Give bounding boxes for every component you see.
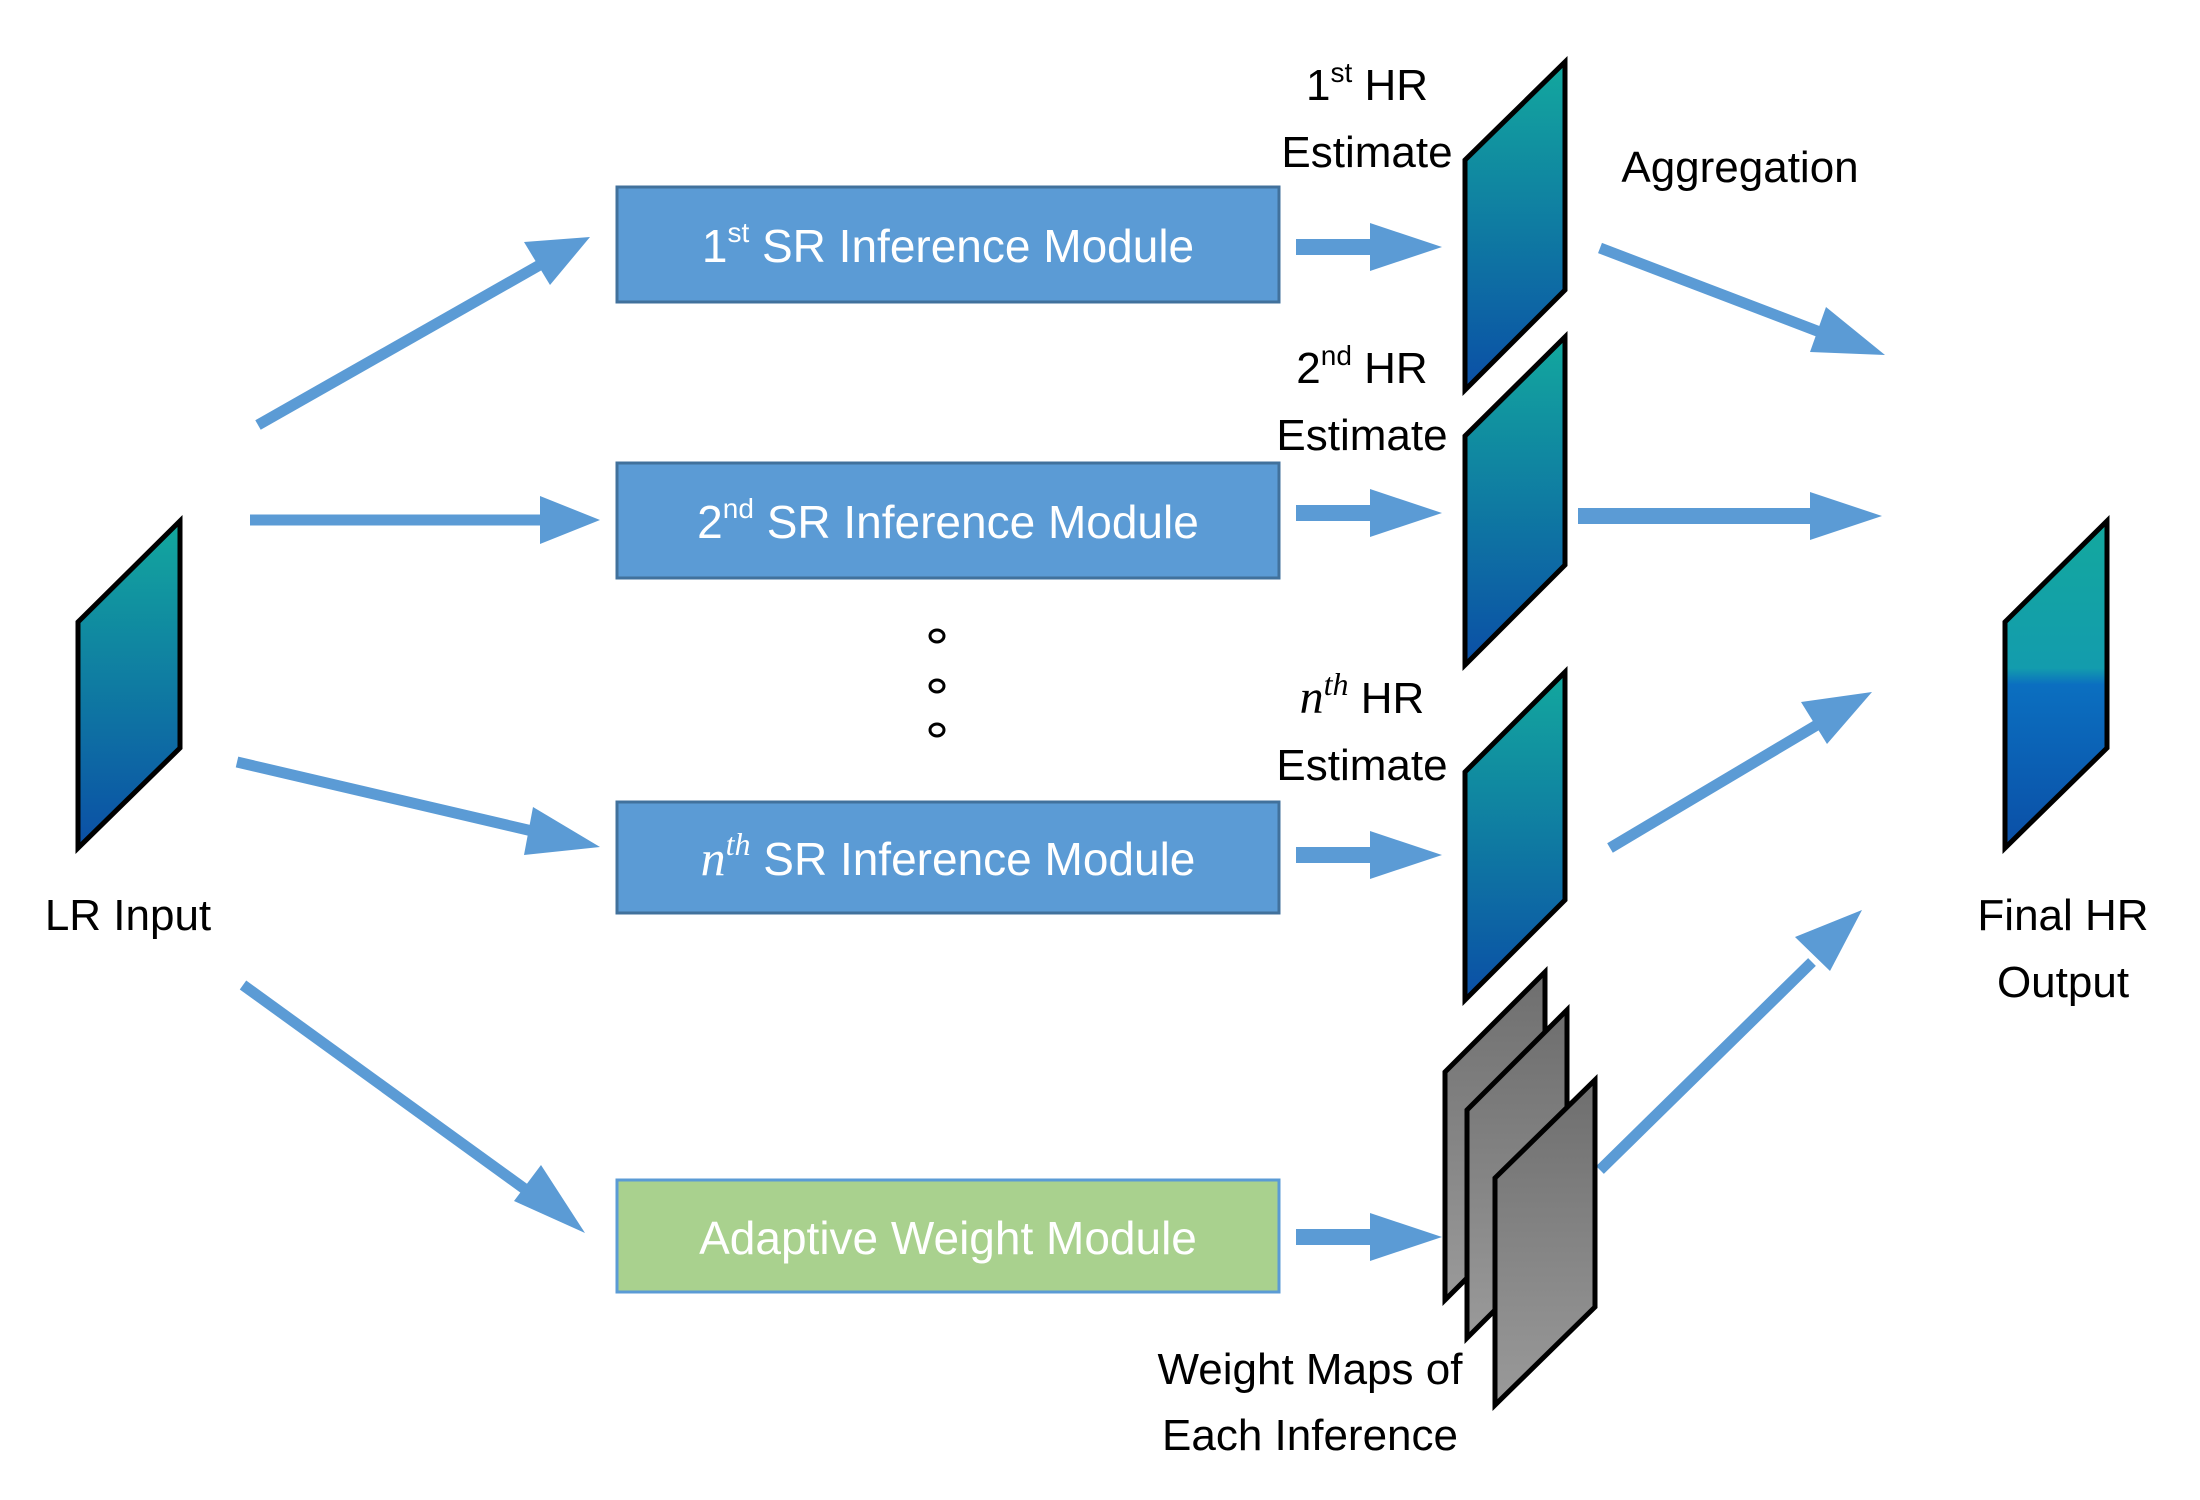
hr-estimate-1-label: 1st HR Estimate [1281,57,1452,177]
arrow-input-to-module-2 [250,496,600,544]
hr-estimate-2-label: 2nd HR Estimate [1276,340,1447,460]
module-n-name: SR Inference Module [763,833,1195,885]
final-output-label-line1: Final HR [1977,891,2148,940]
arrow-weight-module-to-weight-maps [1296,1213,1442,1261]
svg-text:2nd SR Inference Module: 2nd SR Inference Module [697,493,1199,548]
arrow-input-to-module-n [235,756,600,855]
arrow-estimate-n-to-output [1607,692,1872,853]
arrow-module-1-to-estimate-1 [1296,223,1442,271]
svg-text:1st HR: 1st HR [1306,57,1428,110]
weight-maps-label-line1: Weight Maps of [1158,1345,1464,1394]
hr-estimate-2-image [1462,331,1568,672]
vertical-dots-icon [928,628,946,738]
hr-estimate-1-image [1462,56,1568,397]
hr-estimate-n-image [1462,665,1568,1007]
svg-text:Estimate: Estimate [1276,411,1447,460]
arrows-group [235,223,1885,1261]
module-2-ordinal-sup: nd [723,493,754,524]
weight-maps-stack [1442,965,1598,1411]
arrow-weight-maps-to-output [1596,910,1862,1174]
svg-text:nth HR: nth HR [1300,666,1425,724]
final-hr-output-image [2002,515,2110,854]
module-1-ordinal-sup: st [727,217,749,248]
arrow-input-to-module-1 [255,237,590,430]
arrow-estimate-2-to-output [1578,492,1882,540]
module-2-ordinal: 2 [697,496,723,548]
module-n-ordinal: n [701,830,726,886]
module-1-ordinal: 1 [702,220,728,272]
arrow-estimate-1-to-output [1598,242,1885,355]
module-1-name: SR Inference Module [762,220,1194,272]
arrow-input-to-weight-module [239,980,585,1233]
svg-text:Estimate: Estimate [1281,128,1452,177]
svg-text:nth SR Inference Module: nth SR Inference Module [701,826,1196,886]
module-n-box: nth SR Inference Module [615,800,1281,915]
svg-text:2nd HR: 2nd HR [1296,340,1427,393]
final-output-label-line2: Output [1997,958,2129,1007]
svg-text:Estimate: Estimate [1276,741,1447,790]
module-2-name: SR Inference Module [767,496,1199,548]
arrow-module-2-to-estimate-2 [1296,489,1442,537]
lr-input-label: LR Input [45,891,211,940]
hr-estimate-n-label: nth HR Estimate [1276,666,1447,790]
module-1-box: 1st SR Inference Module [615,185,1281,304]
module-n-ordinal-sup: th [726,826,751,862]
adaptive-weight-module-label: Adaptive Weight Module [699,1212,1197,1264]
weight-maps-label-line2: Each Inference [1162,1411,1458,1460]
lr-input-image [75,515,183,854]
svg-text:1st SR Inference Module: 1st SR Inference Module [702,217,1194,272]
module-2-box: 2nd SR Inference Module [615,461,1281,580]
aggregation-label: Aggregation [1621,143,1858,192]
arrow-module-n-to-estimate-n [1296,831,1442,879]
adaptive-weight-module-box: Adaptive Weight Module [615,1178,1281,1294]
